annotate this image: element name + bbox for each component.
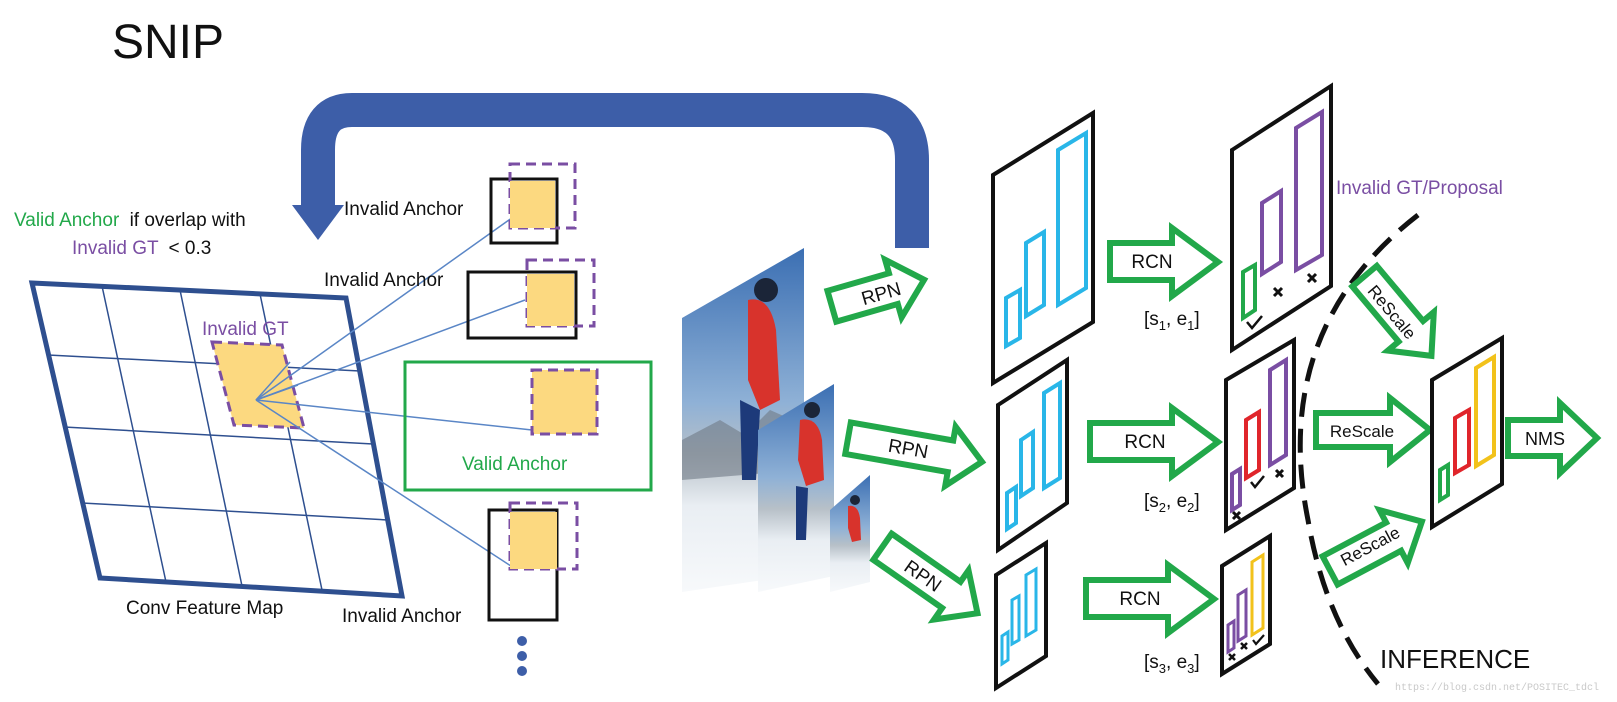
cross-icon [1306,272,1318,284]
watermark: https://blog.csdn.net/POSITEC_tdcl [1395,682,1599,694]
cross-icon [1231,510,1242,521]
invalid-gt-region [210,340,306,430]
scale-range-2: [s2, e2] [1144,491,1200,515]
rpn-arrow-3 [869,529,982,624]
cross-icon [1228,653,1236,661]
rcn-detections-2 [1224,336,1296,534]
rpn-proposals-1 [991,109,1095,387]
check-icon [1246,315,1263,330]
ellipsis-icon [517,636,527,676]
cross-icon [1272,286,1284,298]
cross-icon [1274,468,1285,479]
invalid-anchor-2 [466,258,596,340]
input-image-small [830,475,870,592]
valid-anchor-word: Valid Anchor [14,210,120,231]
nms-arrow [1505,396,1602,480]
nms-label: NMS [1525,429,1565,449]
rcn-arrow-3 [1083,559,1220,639]
check-icon [1250,475,1265,489]
rcn-detections-3 [1220,532,1272,678]
image-pyramid [682,248,870,592]
invalid-anchor-1 [489,162,577,245]
rcn-detections-1 [1230,82,1333,354]
rcn-label-1: RCN [1131,252,1172,273]
inference-boundary [1297,213,1420,686]
rcn-arrow-1 [1107,222,1224,302]
diagram-title: SNIP [112,16,224,69]
anchor-connectors [255,209,533,569]
merged-detections [1430,334,1504,531]
conv-feature-map-label: Conv Feature Map [126,598,283,619]
input-image-medium [758,384,834,592]
valid-anchor-label: Valid Anchor [462,454,568,475]
valid-anchor [403,360,653,492]
invalid-gt-proposal-label: Invalid GT/Proposal [1336,178,1503,199]
rpn-arrow-1 [823,253,929,326]
rpn-proposals-2 [996,356,1069,554]
check-icon [1252,634,1265,646]
rescale-label-mid: ReScale [1330,422,1394,441]
rcn-arrow-2 [1087,402,1224,482]
invalid-gt-label: Invalid GT [202,319,289,340]
rescale-arrow-bottom [1318,505,1426,589]
invalid-anchor-label-3: Invalid Anchor [342,606,462,627]
rcn-label-2: RCN [1124,432,1165,453]
rpn-arrow-2 [841,418,987,493]
inference-label: INFERENCE [1380,644,1530,674]
feedback-arrow [301,93,929,248]
rcn-label-3: RCN [1119,589,1160,610]
if-overlap-text: if overlap with [130,210,246,231]
invalid-anchor-3 [487,501,579,622]
invalid-gt-word: Invalid GT [72,238,159,259]
rpn-proposals-3 [994,539,1048,692]
feedback-arrow-head [292,205,344,240]
scale-range-3: [s3, e3] [1144,652,1200,676]
invalid-gt-threshold: Invalid GT < 0.3 [72,238,211,259]
valid-anchor-rule: Valid Anchor if overlap with [14,210,246,231]
threshold-value: < 0.3 [169,238,212,259]
invalid-anchor-label-2: Invalid Anchor [324,270,444,291]
invalid-anchor-label-1: Invalid Anchor [344,199,464,220]
rescale-arrow-top [1348,261,1438,360]
scale-range-1: [s1, e1] [1144,309,1200,333]
rescale-arrow-mid [1313,391,1435,469]
cross-icon [1240,642,1248,650]
conv-feature-map [28,280,406,599]
